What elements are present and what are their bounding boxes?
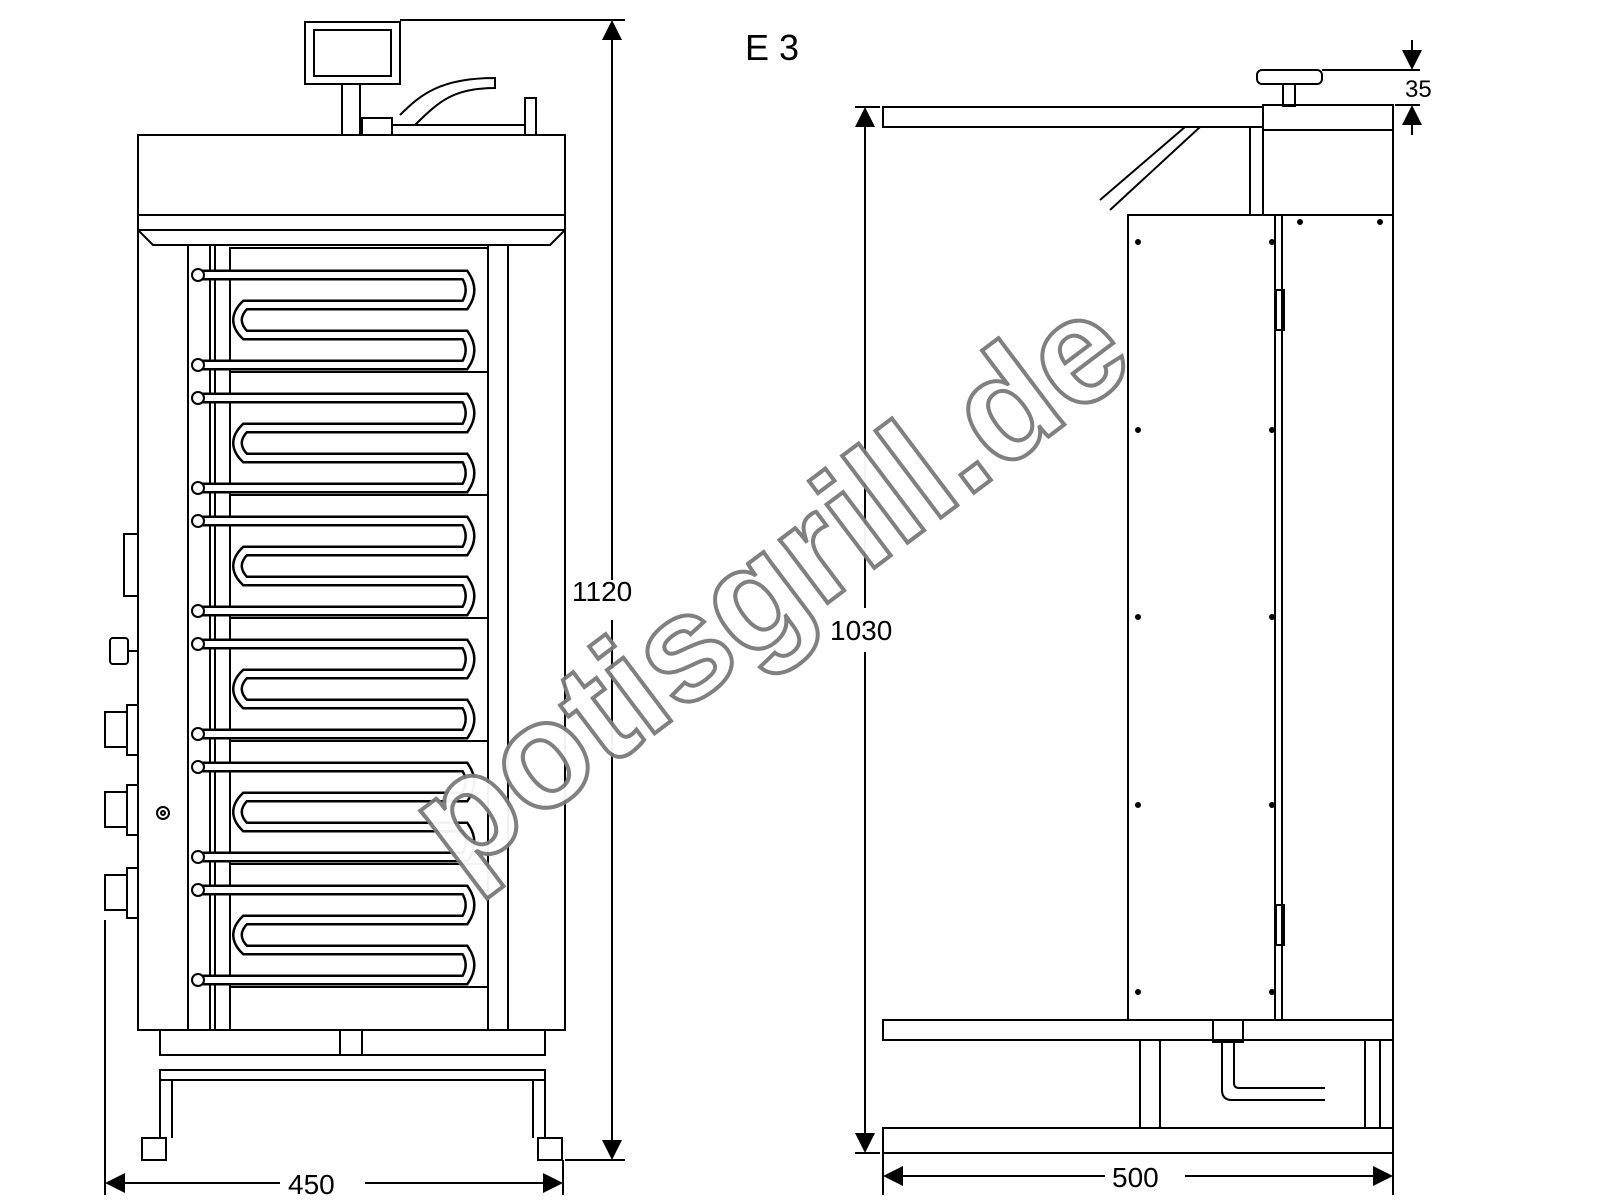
heating-coil-1	[191, 268, 476, 372]
heating-coil-2	[191, 391, 476, 495]
heating-coil-4	[191, 637, 476, 741]
dimension-front-width: 450	[288, 1169, 335, 1200]
side-dimensions	[855, 40, 1422, 1195]
heating-coil-5	[191, 760, 476, 864]
dimension-side-height: 1030	[830, 615, 892, 646]
front-dimensions	[104, 19, 625, 1195]
heating-coil-6	[191, 883, 476, 987]
dimension-side-width: 500	[1112, 1162, 1159, 1193]
heating-coils	[191, 268, 476, 987]
dimension-front-height: 1120	[572, 576, 632, 607]
heating-coil-3	[191, 514, 476, 618]
side-view	[882, 69, 1394, 1154]
dimension-top-offset: 35	[1405, 76, 1432, 103]
front-view	[104, 21, 566, 1161]
watermark: potisgrill.de	[378, 260, 1158, 906]
model-label: E 3	[745, 27, 799, 68]
